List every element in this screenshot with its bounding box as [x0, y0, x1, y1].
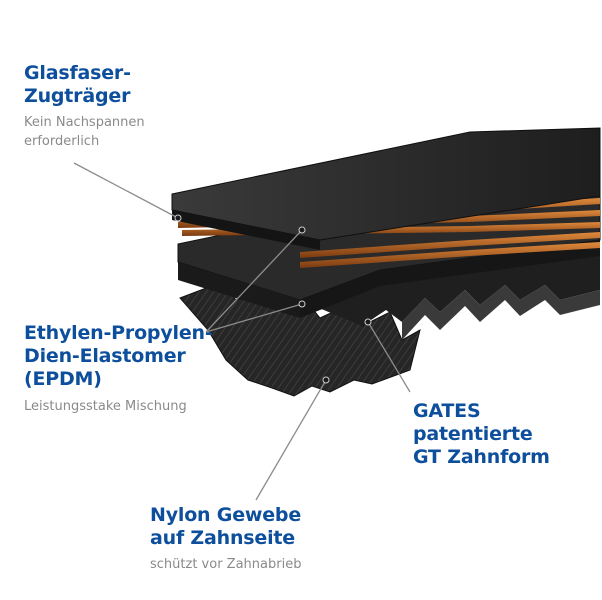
- label-epdm-title: Ethylen-Propylen- Dien-Elastomer (EPDM): [24, 322, 213, 391]
- label-fiberglass-title: Glasfaser- Zugträger: [24, 62, 131, 108]
- label-epdm-subtitle: Leistungsstake Mischung: [24, 398, 187, 414]
- label-fiberglass-subtitle: Kein Nachspannen erforderlich: [24, 115, 145, 150]
- leader-fiberglass: [73, 162, 179, 219]
- leader-nylon: [255, 379, 327, 501]
- leader-dots: [174, 214, 372, 384]
- label-gates: GATES patentierte GT Zahnform: [413, 400, 550, 470]
- leader-epdm-1: [205, 229, 303, 333]
- label-fiberglass: Glasfaser- Zugträger Kein Nachspannen er…: [24, 62, 145, 152]
- label-nylon-title: Nylon Gewebe auf Zahnseite: [150, 504, 302, 550]
- leader-epdm-2: [205, 303, 303, 333]
- leader-lines: [73, 162, 411, 501]
- top-layer: [171, 127, 601, 250]
- label-epdm: Ethylen-Propylen- Dien-Elastomer (EPDM) …: [24, 322, 213, 416]
- label-nylon-subtitle: schützt vor Zahnabrieb: [150, 557, 302, 573]
- leader-gates: [367, 321, 411, 393]
- label-nylon: Nylon Gewebe auf Zahnseite schützt vor Z…: [150, 504, 301, 575]
- label-gates-title: GATES patentierte GT Zahnform: [413, 400, 550, 469]
